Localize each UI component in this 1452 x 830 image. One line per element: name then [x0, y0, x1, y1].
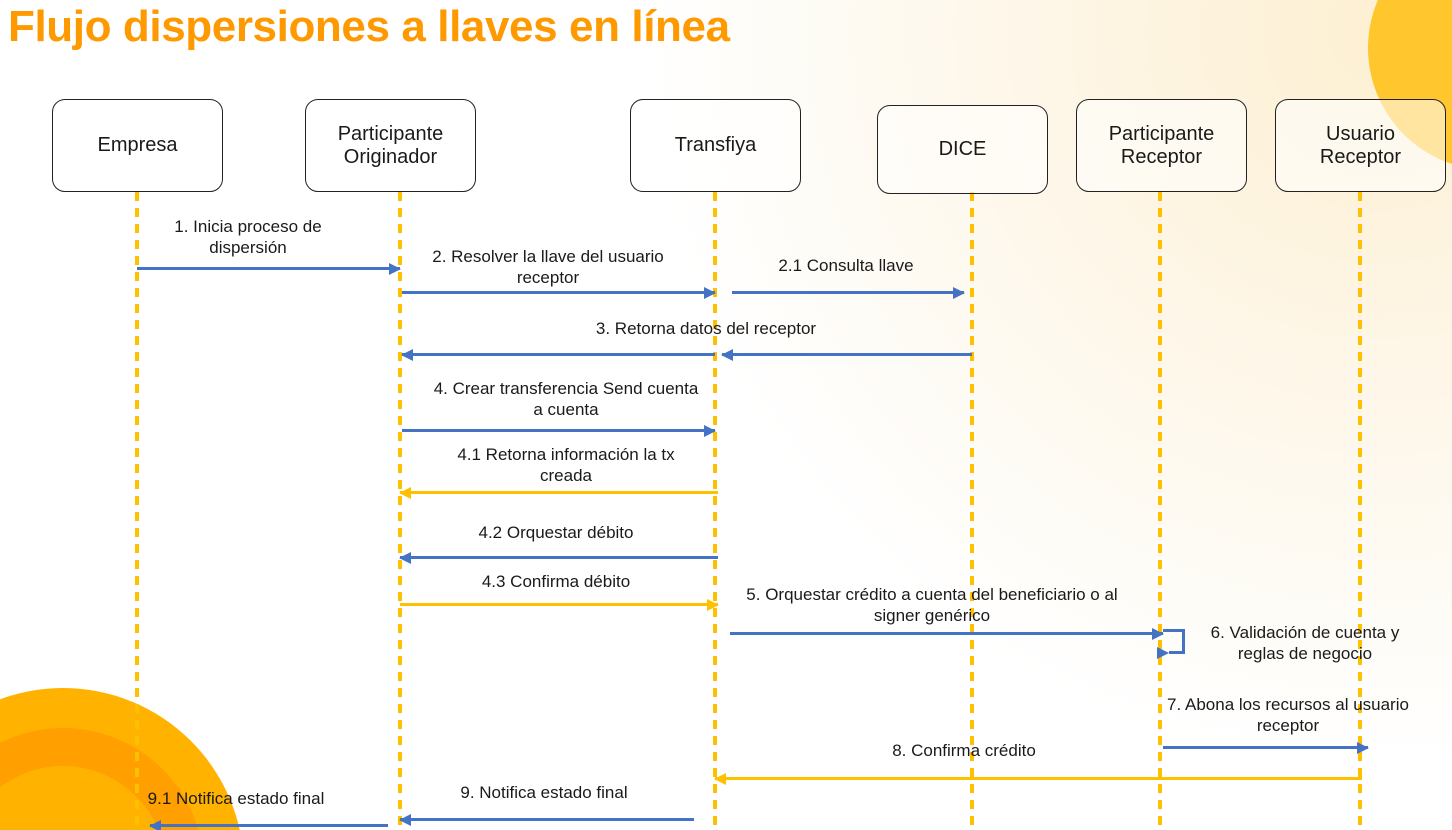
lifeline-transfiya [713, 192, 717, 830]
arrow-head-icon [399, 486, 411, 499]
message-arrow-m1 [137, 262, 401, 275]
arrow-line [732, 291, 964, 294]
actor-label: Participante Originador [337, 122, 444, 168]
arrow-line [402, 291, 715, 294]
message-label-m3a: 3. Retorna datos del receptor [595, 319, 817, 338]
message-label-m7: 7. Abona los recursos al usuario recepto… [1167, 695, 1409, 736]
page-title: Flujo dispersiones a llaves en línea [8, 2, 730, 51]
actor-label: Transfiya [674, 134, 757, 157]
message-arrow-m4_2 [399, 551, 718, 564]
message-arrow-m8 [714, 772, 1362, 785]
message-label-m1: 1. Inicia proceso de dispersión [174, 217, 322, 258]
arrow-line [402, 353, 715, 356]
arrow-head-icon [704, 424, 716, 437]
arrow-line [402, 429, 715, 432]
arrow-head-icon [721, 348, 733, 361]
arrow-head-icon [714, 772, 726, 785]
arrow-head-icon [401, 348, 413, 361]
message-arrow-m3b [721, 348, 972, 361]
actor-box-empresa[interactable]: Empresa [52, 99, 223, 192]
arrow-line [400, 818, 694, 821]
actor-label: Participante Receptor [1108, 122, 1215, 168]
actor-box-transfiya[interactable]: Transfiya [630, 99, 801, 192]
actor-box-participante-originador[interactable]: Participante Originador [305, 99, 476, 192]
arrow-head-icon [704, 286, 716, 299]
message-arrow-m7 [1163, 741, 1369, 754]
message-label-m4_2: 4.2 Orquestar débito [478, 523, 634, 542]
arrow-head-icon [707, 598, 719, 611]
arrow-head-icon [1357, 741, 1369, 754]
message-label-m9_1: 9.1 Notifica estado final [147, 789, 325, 808]
arrow-head-icon [1152, 627, 1164, 640]
arrow-head-icon [399, 551, 411, 564]
self-loop-top-segment [1163, 629, 1185, 632]
message-label-m4_1: 4.1 Retorna información la tx creada [457, 445, 675, 486]
self-loop-right-segment [1182, 629, 1185, 654]
message-label-m9: 9. Notifica estado final [460, 783, 628, 802]
arrow-line [715, 777, 1362, 780]
message-label-m8: 8. Confirma crédito [892, 741, 1036, 760]
arrow-head-icon [149, 819, 161, 830]
actor-label: DICE [938, 138, 987, 161]
message-label-m6: 6. Validación de cuenta y reglas de nego… [1210, 623, 1400, 664]
message-arrow-m2 [402, 286, 716, 299]
message-arrow-m3a [401, 348, 715, 361]
message-arrow-m9 [399, 813, 694, 826]
arrow-line [400, 556, 718, 559]
lifeline-participante-receptor [1158, 192, 1162, 830]
arrow-line [1163, 746, 1368, 749]
arrow-head-icon [953, 286, 965, 299]
message-label-m5: 5. Orquestar crédito a cuenta del benefi… [746, 585, 1118, 626]
arrow-line [722, 353, 972, 356]
actor-box-dice[interactable]: DICE [877, 105, 1048, 194]
lifeline-participante-originador [398, 192, 402, 830]
message-label-m4_3: 4.3 Confirma débito [481, 572, 631, 591]
self-loop-arrow-m6 [1157, 629, 1185, 659]
message-arrow-m2_1 [732, 286, 965, 299]
message-label-m2: 2. Resolver la llave del usuario recepto… [432, 247, 664, 288]
arrow-line [137, 267, 400, 270]
arrow-line [150, 824, 388, 827]
actor-label: Usuario Receptor [1319, 122, 1402, 168]
message-arrow-m4 [402, 424, 716, 437]
message-arrow-m5 [730, 627, 1164, 640]
message-arrow-m4_3 [400, 598, 719, 611]
lifeline-usuario-receptor [1358, 192, 1362, 830]
arrow-line [400, 491, 718, 494]
arrow-line [730, 632, 1163, 635]
actor-box-usuario-receptor[interactable]: Usuario Receptor [1275, 99, 1446, 192]
message-arrow-m9_1 [149, 819, 388, 830]
self-loop-bottom-segment [1169, 651, 1185, 654]
message-arrow-m4_1 [399, 486, 718, 499]
lifeline-dice [970, 192, 974, 830]
arrow-head-icon [399, 813, 411, 826]
actor-box-participante-receptor[interactable]: Participante Receptor [1076, 99, 1247, 192]
lifeline-empresa [135, 192, 139, 830]
arrow-head-icon [389, 262, 401, 275]
message-label-m4: 4. Crear transferencia Send cuenta a cue… [433, 379, 699, 420]
actor-label: Empresa [97, 134, 178, 157]
message-label-m2_1: 2.1 Consulta llave [778, 256, 914, 275]
arrow-line [400, 603, 718, 606]
